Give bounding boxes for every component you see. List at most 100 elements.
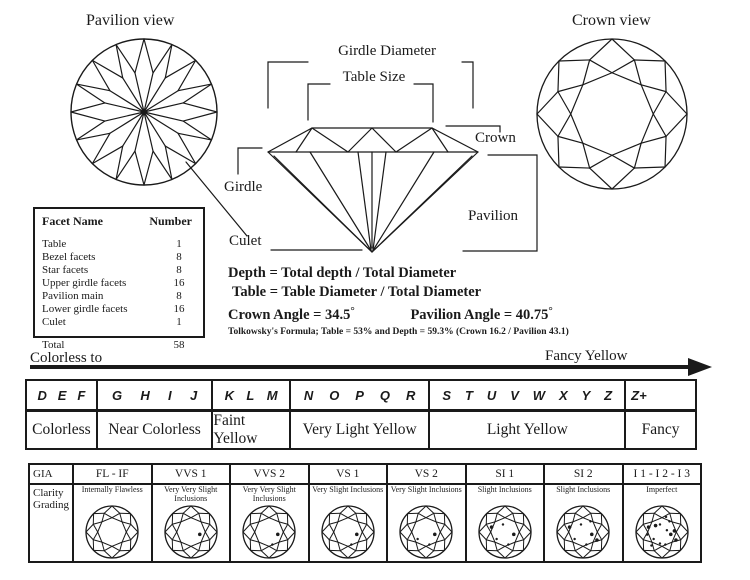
facet-name: Lower girdle facets (42, 303, 128, 315)
facet-edge (339, 550, 349, 559)
facet-edge (339, 505, 349, 514)
facet-edge (357, 521, 367, 525)
facet-edge (112, 512, 121, 519)
facet-edge (664, 135, 667, 168)
inclusion-dot (653, 523, 658, 528)
facet-edge (93, 531, 99, 541)
facet-edge (190, 545, 199, 552)
clarity-diamond-drawing (321, 505, 375, 559)
facet-name: Star facets (42, 264, 89, 276)
facet-edge (85, 523, 94, 533)
facet-edge (489, 531, 496, 543)
inclusion-dot (585, 543, 588, 546)
facet-edge (119, 513, 123, 523)
facet-edge (276, 541, 280, 551)
facet-edge (504, 517, 516, 523)
facet-edge (675, 523, 681, 533)
facet-edge (635, 531, 644, 541)
facet-name: Pavilion main (42, 290, 104, 302)
facet-edge (564, 539, 574, 543)
facet-edge (425, 505, 435, 514)
facet-edge (433, 541, 437, 551)
facet-edge (101, 541, 113, 547)
facet-edge (190, 512, 199, 519)
facet-edge (283, 523, 289, 533)
facet-edge (661, 505, 670, 514)
inclusion-dot (141, 109, 147, 115)
facet-edge (97, 521, 103, 533)
facet-edge (122, 539, 132, 543)
color-grade-letter: R (406, 387, 416, 403)
facet-edge (182, 111, 218, 122)
facet-edge (261, 512, 270, 519)
facet-edge (653, 550, 663, 559)
facet-edge (328, 539, 338, 543)
clarity-grade-description: Very Very Slight Inclusions (164, 485, 218, 503)
facet-edge (287, 523, 296, 533)
color-grade-letter: T (465, 387, 473, 403)
facet-edge (440, 531, 446, 541)
facet-edge (269, 541, 280, 547)
clarity-grade-body: Slight Inclusions (467, 485, 544, 561)
facet-edge (171, 521, 181, 525)
color-grade-letter: V (510, 387, 519, 403)
facet-edge (104, 545, 113, 552)
facet-edge (407, 521, 417, 525)
side-view-culet-kite (357, 151, 387, 251)
facet-edge (93, 523, 99, 533)
facet-edge (399, 531, 408, 541)
facet-edge (143, 102, 184, 113)
inclusion-dot (276, 532, 280, 537)
clarity-grade-body: Very Very Slight Inclusions (231, 485, 308, 561)
facet-edge (661, 541, 673, 547)
facet-edge (485, 531, 491, 541)
facet-edge (680, 523, 689, 533)
facet-edge (589, 167, 613, 190)
facet-edge (572, 517, 584, 523)
facet-edge (347, 541, 359, 547)
facet-edge (426, 541, 437, 547)
girdle-diameter-label: Girdle Diameter (338, 43, 436, 59)
facet-edge (642, 539, 652, 543)
facet-edge (112, 517, 123, 523)
inclusion-dot (354, 532, 359, 537)
facet-edge (582, 142, 613, 156)
facet-edge (444, 531, 453, 541)
facet-edge (583, 512, 592, 519)
clarity-grade-description: Very Very Slight Inclusions (242, 485, 296, 503)
facet-edge (633, 59, 642, 86)
facet-edge (164, 59, 197, 79)
facet-edge (593, 521, 603, 525)
facet-edge (680, 531, 689, 541)
clarity-grade-description: Slight Inclusions (556, 485, 611, 494)
facet-edge (407, 531, 413, 541)
facet-edge (182, 545, 191, 552)
facet-edge (494, 513, 498, 523)
facet-edge (564, 523, 570, 533)
inclusion-dot (506, 543, 510, 546)
facet-edge (279, 539, 289, 543)
facet-edge (70, 111, 106, 122)
clarity-diamond-drawing (635, 505, 689, 559)
facet-edge (130, 531, 139, 541)
pavilion-view-title: Pavilion view (86, 12, 175, 29)
facet-edge (126, 523, 132, 533)
facet-edge (180, 541, 184, 551)
color-grade-letter: H (140, 387, 150, 403)
facet-edge (399, 523, 408, 533)
facet-edge (143, 38, 154, 74)
culet-label: Culet (229, 233, 262, 249)
degree-symbol: ° (350, 305, 355, 317)
facet-edge (177, 132, 213, 141)
facet-edge (407, 523, 413, 533)
clarity-diamond-drawing (164, 505, 218, 559)
facet-edge (75, 132, 111, 141)
inclusion-dot (501, 523, 504, 526)
facet-edge (111, 505, 121, 514)
